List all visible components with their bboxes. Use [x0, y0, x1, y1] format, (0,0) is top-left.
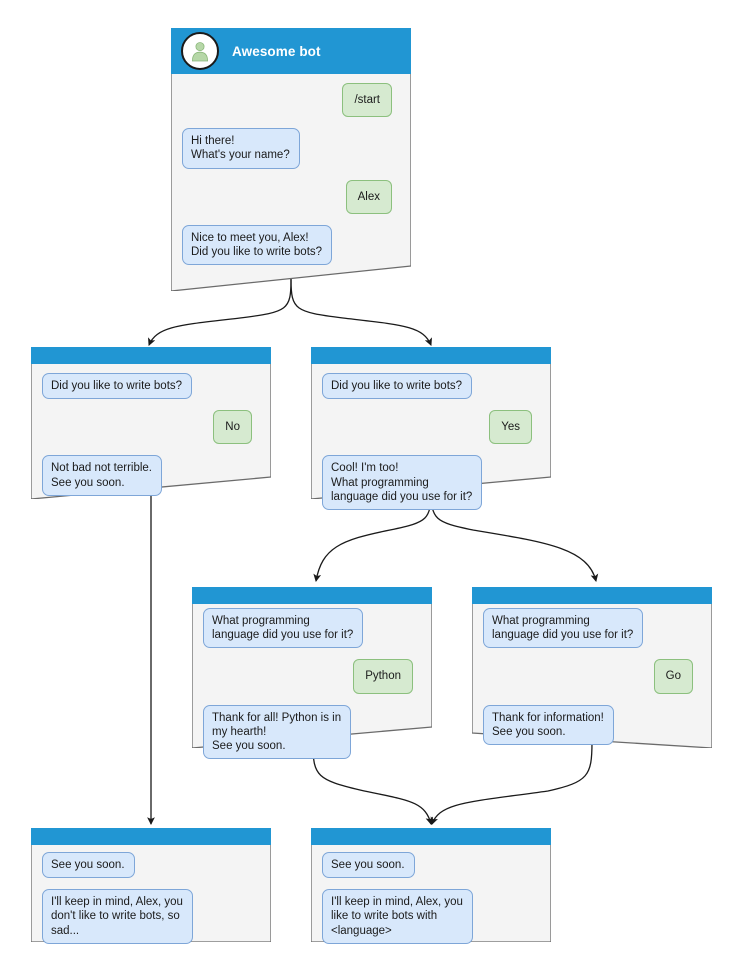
user-message-bubble[interactable]: No	[213, 410, 252, 445]
node-body: Did you like to write bots? Yes Cool! I'…	[311, 364, 551, 511]
message-row: Yes	[322, 410, 540, 445]
message-row: See you soon.	[42, 852, 260, 879]
user-message-bubble[interactable]: Go	[653, 659, 693, 694]
person-avatar-icon	[181, 32, 219, 70]
message-row: Not bad not terrible. See you soon.	[42, 455, 260, 496]
user-message-bubble[interactable]: Alex	[345, 179, 392, 214]
message-row: Alex	[182, 179, 400, 214]
node-body: /start Hi there! What's your name? Alex …	[171, 74, 411, 266]
node-body: What programming language did you use fo…	[192, 604, 432, 760]
message-row: No	[42, 410, 260, 445]
node-end-sad[interactable]: See you soon. I'll keep in mind, Alex, y…	[31, 828, 271, 944]
message-row: See you soon.	[322, 852, 540, 879]
user-message-bubble[interactable]: Yes	[489, 410, 532, 445]
node-header	[311, 828, 551, 845]
node-header	[472, 587, 712, 604]
node-body: Did you like to write bots? No Not bad n…	[31, 364, 271, 496]
user-message-bubble[interactable]: /start	[342, 83, 392, 118]
bot-message-bubble: Not bad not terrible. See you soon.	[42, 455, 163, 496]
message-row: I'll keep in mind, Alex, you don't like …	[42, 889, 260, 944]
bot-message-bubble: I'll keep in mind, Alex, you don't like …	[42, 889, 193, 944]
message-row: Nice to meet you, Alex! Did you like to …	[182, 224, 400, 266]
node-body: See you soon. I'll keep in mind, Alex, y…	[311, 845, 551, 944]
message-row: I'll keep in mind, Alex, you like to wri…	[322, 889, 540, 944]
node-end-happy[interactable]: See you soon. I'll keep in mind, Alex, y…	[311, 828, 551, 944]
bot-message-bubble: Nice to meet you, Alex! Did you like to …	[182, 224, 333, 266]
message-row: Cool! I'm too! What programming language…	[322, 455, 540, 511]
node-header	[311, 347, 551, 364]
bot-message-bubble: See you soon.	[42, 852, 135, 879]
bot-message-bubble: Thank for all! Python is in my hearth! S…	[203, 704, 352, 760]
node-body: What programming language did you use fo…	[472, 604, 712, 746]
bot-message-bubble: What programming language did you use fo…	[483, 608, 644, 649]
edge-go-to-end-happy	[430, 741, 593, 825]
node-header	[31, 347, 271, 364]
node-header: Awesome bot	[171, 28, 411, 74]
bot-message-bubble: Thank for information! See you soon.	[483, 704, 614, 746]
message-row: What programming language did you use fo…	[203, 608, 421, 649]
message-row: Thank for all! Python is in my hearth! S…	[203, 704, 421, 760]
message-row: Thank for information! See you soon.	[483, 704, 701, 746]
message-row: /start	[182, 83, 400, 118]
node-answer-no[interactable]: Did you like to write bots? No Not bad n…	[31, 347, 271, 499]
bot-title: Awesome bot	[232, 43, 321, 59]
message-row: What programming language did you use fo…	[483, 608, 701, 649]
node-answer-yes[interactable]: Did you like to write bots? Yes Cool! I'…	[311, 347, 551, 511]
node-body: See you soon. I'll keep in mind, Alex, y…	[31, 845, 271, 944]
user-message-bubble[interactable]: Python	[353, 659, 413, 694]
node-start[interactable]: Awesome bot /start Hi there! What's your…	[171, 28, 411, 291]
bot-message-bubble: Did you like to write bots?	[322, 373, 473, 400]
message-row: Hi there! What's your name?	[182, 128, 400, 169]
bot-message-bubble: Hi there! What's your name?	[182, 128, 300, 169]
node-header	[31, 828, 271, 845]
bot-message-bubble: See you soon.	[322, 852, 415, 879]
message-row: Did you like to write bots?	[322, 373, 540, 400]
bot-message-bubble: What programming language did you use fo…	[203, 608, 364, 649]
message-row: Go	[483, 659, 701, 694]
message-row: Did you like to write bots?	[42, 373, 260, 400]
node-language-python[interactable]: What programming language did you use fo…	[192, 587, 432, 760]
bot-message-bubble: I'll keep in mind, Alex, you like to wri…	[322, 889, 473, 944]
node-header	[192, 587, 432, 604]
bot-message-bubble: Cool! I'm too! What programming language…	[322, 455, 483, 511]
node-language-go[interactable]: What programming language did you use fo…	[472, 587, 712, 748]
bot-message-bubble: Did you like to write bots?	[42, 373, 193, 400]
message-row: Python	[203, 659, 421, 694]
